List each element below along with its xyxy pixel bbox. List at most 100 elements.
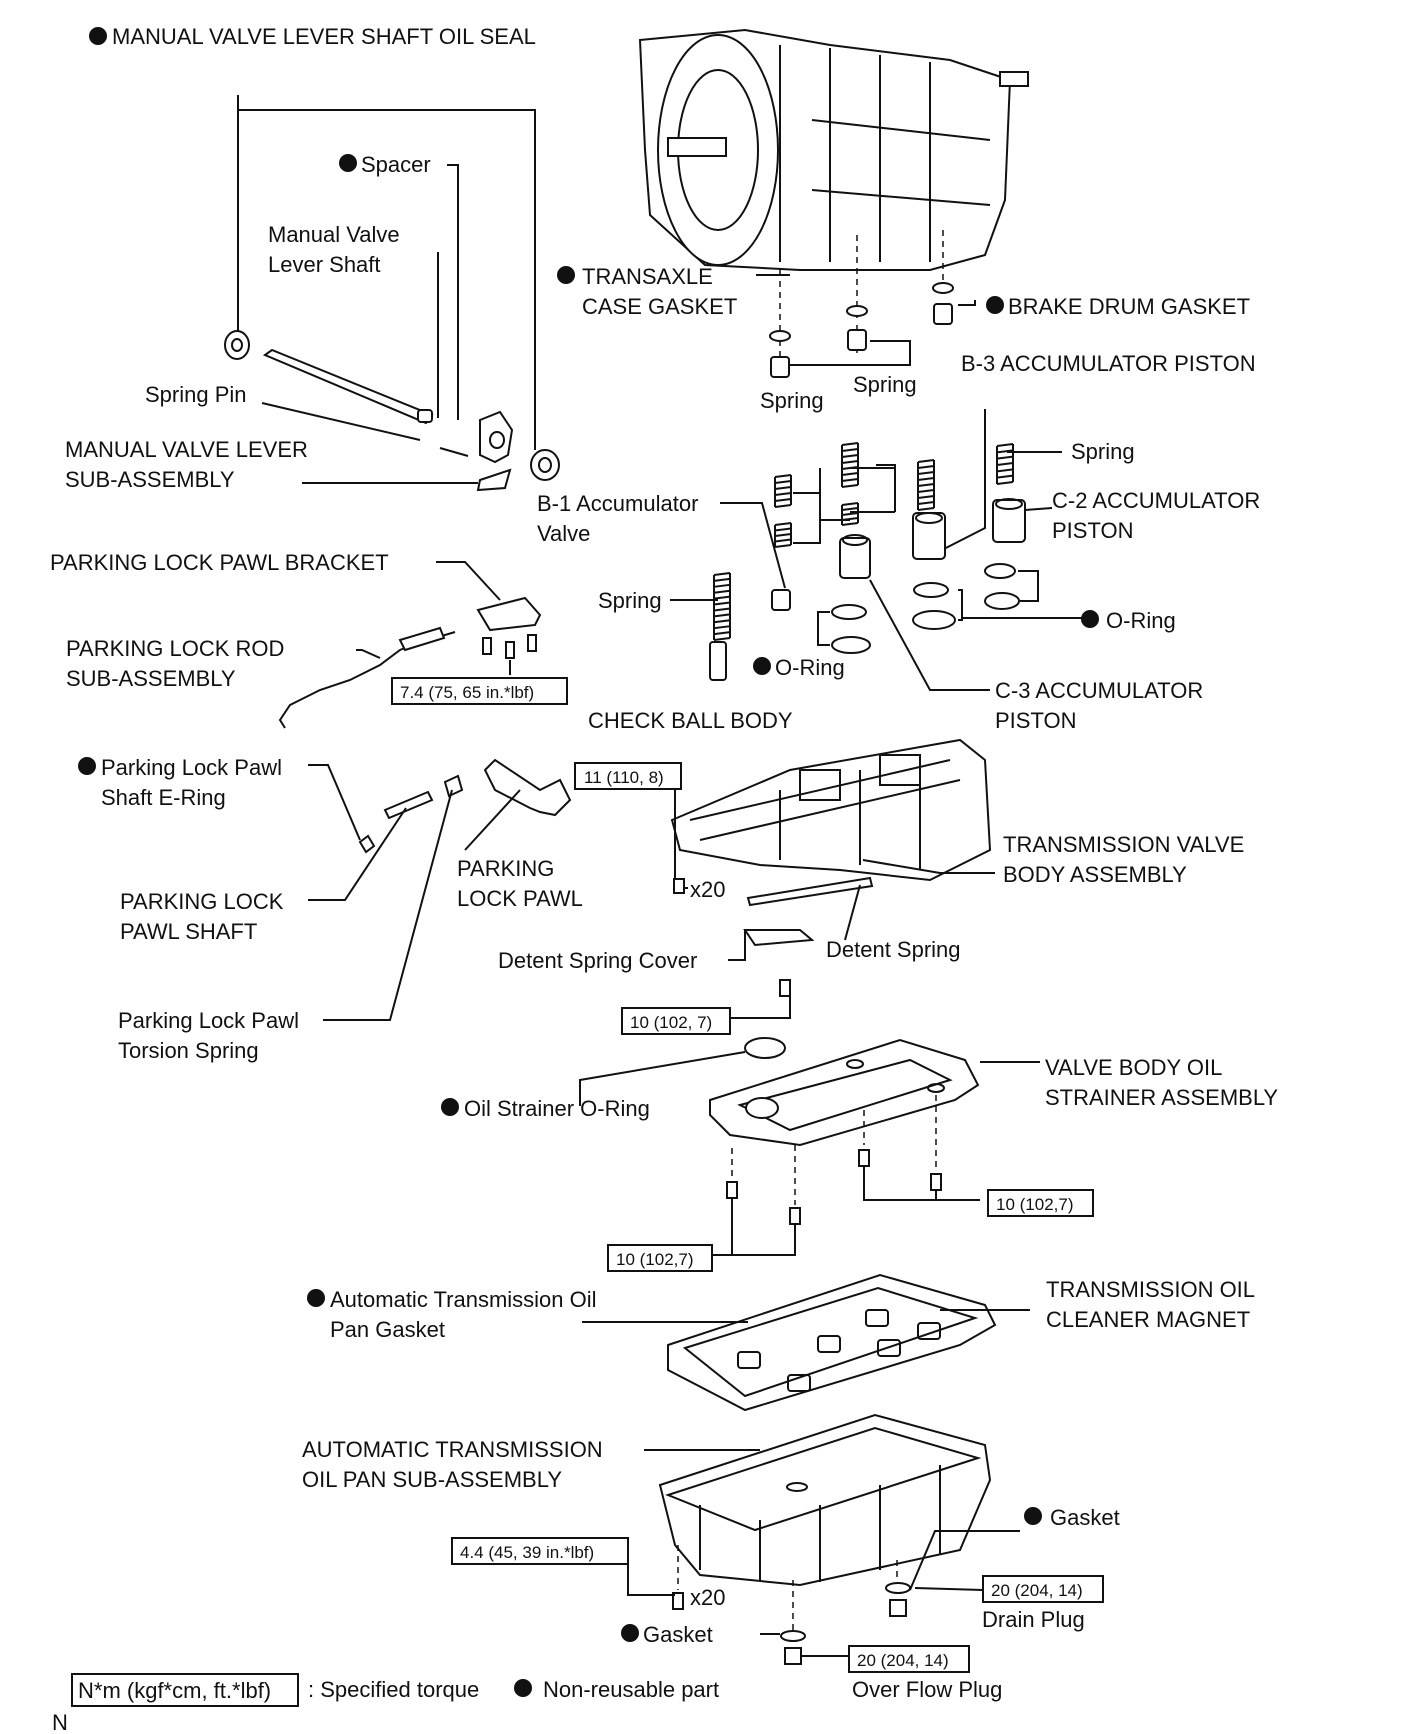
svg-text:Automatic Transmission Oil: Automatic Transmission Oil bbox=[330, 1287, 597, 1312]
non-reusable-bullet bbox=[89, 27, 107, 45]
svg-text:STRAINER ASSEMBLY: STRAINER ASSEMBLY bbox=[1045, 1085, 1278, 1110]
svg-text:C-2 ACCUMULATOR: C-2 ACCUMULATOR bbox=[1052, 488, 1260, 513]
label-spring-mid: Spring bbox=[853, 372, 917, 397]
label-transmission-valve-body: TRANSMISSION VALVE BODY ASSEMBLY bbox=[1003, 832, 1244, 887]
svg-text:CLEANER MAGNET: CLEANER MAGNET bbox=[1046, 1307, 1250, 1332]
detent-spring-part bbox=[746, 876, 874, 907]
spring-coil bbox=[774, 474, 792, 508]
label-parking-lock-pawl-shaft: PARKING LOCK PAWL SHAFT bbox=[120, 889, 284, 944]
legend-non-reusable-text: Non-reusable part bbox=[543, 1677, 719, 1702]
svg-text:Torsion Spring: Torsion Spring bbox=[118, 1038, 259, 1063]
parking-lock-pawl-bracket-part bbox=[476, 596, 542, 632]
label-o-ring-mid: O-Ring bbox=[753, 655, 845, 680]
label-spring-left: Spring bbox=[760, 388, 824, 413]
label-oil-pan-gasket: Automatic Transmission Oil Pan Gasket bbox=[307, 1287, 597, 1342]
spring-coil bbox=[713, 572, 731, 641]
svg-text:PARKING LOCK: PARKING LOCK bbox=[120, 889, 284, 914]
overflow-gasket-part bbox=[780, 1630, 806, 1642]
label-parking-lock-pawl: PARKING LOCK PAWL bbox=[457, 856, 583, 911]
torque-box-drain-plug: 20 (204, 14) bbox=[982, 1575, 1104, 1603]
label-oil-strainer-o-ring: Oil Strainer O-Ring bbox=[441, 1096, 650, 1121]
label-qty-valve-body-bolts: x20 bbox=[690, 877, 725, 902]
parking-lock-pawl-shaft-part bbox=[383, 790, 434, 820]
label-detent-spring-cover: Detent Spring Cover bbox=[498, 948, 697, 973]
svg-text:11 (110, 8): 11 (110, 8) bbox=[584, 768, 664, 787]
torque-box-parking-bracket: 7.4 (75, 65 in.*lbf) bbox=[391, 677, 568, 705]
transmission-valve-body-part bbox=[670, 738, 992, 882]
svg-text:VALVE BODY OIL: VALVE BODY OIL bbox=[1045, 1055, 1222, 1080]
manual-valve-lever-part bbox=[476, 410, 514, 492]
svg-text:PISTON: PISTON bbox=[995, 708, 1077, 733]
label-spring-pin: Spring Pin bbox=[145, 382, 247, 407]
svg-text:SUB-ASSEMBLY: SUB-ASSEMBLY bbox=[66, 666, 236, 691]
oil-pan-gasket-part bbox=[667, 1273, 997, 1412]
label-manual-valve-lever-sub-assembly: MANUAL VALVE LEVER SUB-ASSEMBLY bbox=[65, 437, 308, 492]
svg-text:BODY ASSEMBLY: BODY ASSEMBLY bbox=[1003, 862, 1187, 887]
spacer-part bbox=[417, 409, 433, 423]
label-oil-pan-sub-assembly: AUTOMATIC TRANSMISSION OIL PAN SUB-ASSEM… bbox=[302, 1437, 603, 1492]
svg-text:Gasket: Gasket bbox=[643, 1622, 713, 1647]
svg-text:Spacer: Spacer bbox=[361, 152, 431, 177]
label-manual-valve-lever-shaft-oil-seal: MANUAL VALVE LEVER SHAFT OIL SEAL bbox=[89, 24, 536, 49]
svg-text:OIL PAN SUB-ASSEMBLY: OIL PAN SUB-ASSEMBLY bbox=[302, 1467, 562, 1492]
label-o-ring-right: O-Ring bbox=[1081, 608, 1176, 633]
svg-text:C-3 ACCUMULATOR: C-3 ACCUMULATOR bbox=[995, 678, 1203, 703]
label-over-flow-plug: Over Flow Plug bbox=[852, 1677, 1002, 1702]
label-transaxle-case-gasket: TRANSAXLE CASE GASKET bbox=[557, 264, 737, 319]
accumulator-springs bbox=[713, 442, 1014, 641]
oil-seal-left bbox=[224, 330, 250, 360]
svg-text:20 (204, 14): 20 (204, 14) bbox=[991, 1581, 1083, 1600]
svg-text:20 (204, 14): 20 (204, 14) bbox=[857, 1651, 949, 1670]
svg-text:MANUAL VALVE LEVER SHAFT OIL S: MANUAL VALVE LEVER SHAFT OIL SEAL bbox=[112, 24, 536, 49]
label-qty-pan-bolts: x20 bbox=[690, 1585, 725, 1610]
svg-text:Manual Valve: Manual Valve bbox=[268, 222, 400, 247]
svg-text:LOCK PAWL: LOCK PAWL bbox=[457, 886, 583, 911]
spring-coil bbox=[774, 522, 792, 548]
torsion-spring-part bbox=[443, 774, 464, 798]
svg-text:Lever Shaft: Lever Shaft bbox=[268, 252, 381, 277]
torque-box-over-flow-plug: 20 (204, 14) bbox=[848, 1645, 970, 1673]
b1-accumulator-valve-part bbox=[771, 589, 791, 611]
svg-text:TRANSAXLE: TRANSAXLE bbox=[582, 264, 713, 289]
label-parking-lock-pawl-torsion-spring: Parking Lock Pawl Torsion Spring bbox=[118, 1008, 299, 1063]
svg-text:Gasket: Gasket bbox=[1050, 1505, 1120, 1530]
b3-accumulator-pistons bbox=[770, 303, 953, 378]
label-b3-accumulator-piston: B-3 ACCUMULATOR PISTON bbox=[961, 351, 1256, 376]
spring-coil bbox=[996, 443, 1014, 485]
svg-text:PAWL SHAFT: PAWL SHAFT bbox=[120, 919, 257, 944]
svg-text:N*m (kgf*cm, ft.*lbf): N*m (kgf*cm, ft.*lbf) bbox=[78, 1678, 271, 1703]
svg-text:10 (102,7): 10 (102,7) bbox=[996, 1195, 1074, 1214]
label-check-ball-body: CHECK BALL BODY bbox=[588, 708, 793, 733]
b3-accumulator-piston-right bbox=[912, 512, 946, 560]
spring-coil bbox=[917, 459, 935, 511]
svg-text:O-Ring: O-Ring bbox=[775, 655, 845, 680]
oil-strainer-o-ring-part bbox=[744, 1037, 786, 1059]
legend-torque-box bbox=[71, 1673, 299, 1707]
label-c3-accumulator-piston: C-3 ACCUMULATOR PISTON bbox=[995, 678, 1203, 733]
label-parking-lock-pawl-bracket: PARKING LOCK PAWL BRACKET bbox=[50, 550, 389, 575]
svg-text:Oil Strainer O-Ring: Oil Strainer O-Ring bbox=[464, 1096, 650, 1121]
bracket-bolts bbox=[482, 634, 537, 659]
svg-text:Valve: Valve bbox=[537, 521, 590, 546]
svg-text:PARKING: PARKING bbox=[457, 856, 554, 881]
legend-bullet bbox=[514, 1679, 532, 1697]
corner-mark: N bbox=[52, 1710, 68, 1734]
svg-text:MANUAL VALVE LEVER: MANUAL VALVE LEVER bbox=[65, 437, 308, 462]
label-parking-lock-rod: PARKING LOCK ROD SUB-ASSEMBLY bbox=[66, 636, 284, 691]
svg-text:B-1 Accumulator: B-1 Accumulator bbox=[537, 491, 698, 516]
case-gaskets bbox=[769, 282, 954, 342]
label-spacer: Spacer bbox=[339, 152, 431, 177]
svg-text:7.4 (75, 65 in.*lbf): 7.4 (75, 65 in.*lbf) bbox=[400, 683, 534, 702]
label-brake-drum-gasket: BRAKE DRUM GASKET bbox=[986, 294, 1250, 319]
svg-text:TRANSMISSION OIL: TRANSMISSION OIL bbox=[1046, 1277, 1255, 1302]
svg-text:BRAKE DRUM GASKET: BRAKE DRUM GASKET bbox=[1008, 294, 1250, 319]
parking-lock-pawl-part bbox=[483, 758, 572, 817]
svg-text:PISTON: PISTON bbox=[1052, 518, 1134, 543]
transmission-case bbox=[638, 28, 1029, 271]
label-c2-accumulator-piston: C-2 ACCUMULATOR PISTON bbox=[1052, 488, 1260, 543]
svg-text:PARKING LOCK ROD: PARKING LOCK ROD bbox=[66, 636, 284, 661]
svg-text:4.4 (45, 39 in.*lbf): 4.4 (45, 39 in.*lbf) bbox=[460, 1543, 594, 1562]
svg-text:TRANSMISSION VALVE: TRANSMISSION VALVE bbox=[1003, 832, 1244, 857]
pan-bolt bbox=[672, 1592, 684, 1610]
